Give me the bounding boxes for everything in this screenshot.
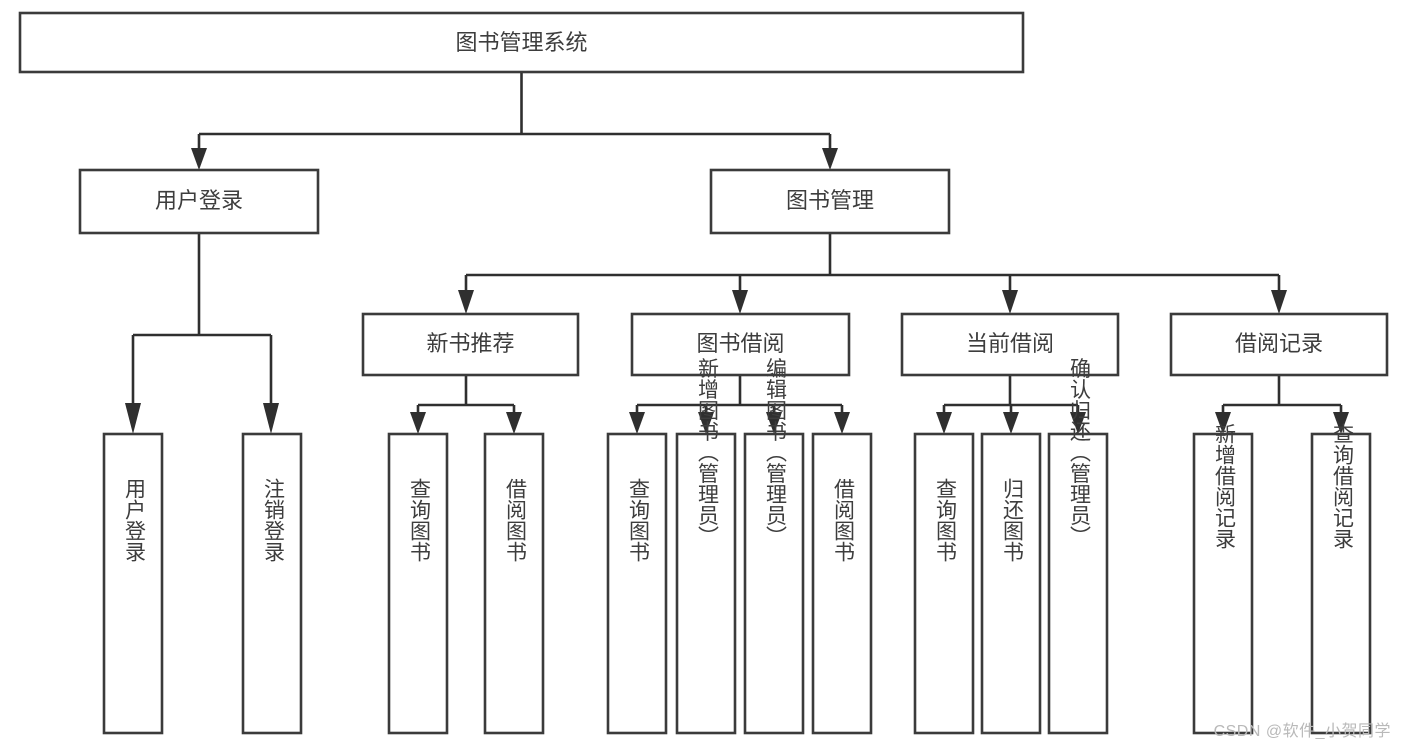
node-borrow-record-box[interactable] xyxy=(1169,312,1389,377)
leaf-confirm-return-label: 确认归还（管理员） xyxy=(1067,358,1091,547)
leaf-user-logout-label: 注销登录 xyxy=(261,478,285,562)
csdn-watermark: CSDN @软件_小贺同学 xyxy=(1213,723,1391,740)
leaf-query-book-current-box[interactable] xyxy=(913,432,975,735)
arrowhead-leaf-add-book xyxy=(698,412,714,434)
arrowhead-book-manage xyxy=(822,148,838,170)
connector-group xyxy=(125,72,1349,434)
leaf-user-login-label: 用户登录 xyxy=(122,478,146,562)
leaf-return-book[interactable]: 归还图书 xyxy=(980,432,1042,735)
node-book-borrow-label: 图书借阅 xyxy=(696,331,784,356)
leaf-add-record-box[interactable] xyxy=(1192,432,1254,735)
leaf-query-record-box[interactable] xyxy=(1310,432,1372,735)
node-root-label: 图书管理系统 xyxy=(455,30,587,55)
node-new-book-rec[interactable]: 新书推荐 xyxy=(361,312,580,377)
leaf-query-book-borrow-box[interactable] xyxy=(606,432,668,735)
arrowhead-leaf-return-book xyxy=(1003,412,1019,434)
leaf-user-login[interactable]: 用户登录 xyxy=(102,432,164,735)
node-root-box[interactable] xyxy=(18,11,1025,74)
leaf-query-record-label: 查询借阅记录 xyxy=(1330,423,1354,549)
node-new-book-rec-label: 新书推荐 xyxy=(426,331,514,356)
leaf-borrow-book[interactable]: 借阅图书 xyxy=(811,432,873,735)
leaf-edit-book-label: 编辑图书（管理员） xyxy=(763,358,787,547)
leaf-borrow-book-rec-label: 借阅图书 xyxy=(503,478,527,562)
node-borrow-record-label: 借阅记录 xyxy=(1235,331,1323,356)
leaf-query-record[interactable]: 查询借阅记录 xyxy=(1310,423,1372,735)
arrowhead-user-login xyxy=(191,148,207,170)
arrowhead-leaf-query-book-borrow xyxy=(629,412,645,434)
node-user-login-box[interactable] xyxy=(78,168,320,235)
leaf-query-book-rec[interactable]: 查询图书 xyxy=(387,432,449,735)
leaf-user-logout-box[interactable] xyxy=(241,432,303,735)
arrowhead-leaf-query-book-rec xyxy=(410,412,426,434)
arrowhead-book-borrow xyxy=(732,290,748,314)
leaf-add-record[interactable]: 新增借阅记录 xyxy=(1192,423,1254,735)
node-book-borrow-box[interactable] xyxy=(630,312,851,377)
arrowhead-leaf-edit-book xyxy=(766,412,782,434)
node-current-borrow-box[interactable] xyxy=(900,312,1120,377)
leaf-query-book-borrow-label: 查询图书 xyxy=(626,478,650,562)
node-user-login[interactable]: 用户登录 xyxy=(78,168,320,235)
node-new-book-rec-box[interactable] xyxy=(361,312,580,377)
node-book-manage-box[interactable] xyxy=(709,168,951,235)
leaf-edit-book-box[interactable] xyxy=(743,432,805,735)
leaf-borrow-book-box[interactable] xyxy=(811,432,873,735)
node-book-manage-label: 图书管理 xyxy=(786,188,874,213)
node-current-borrow[interactable]: 当前借阅 xyxy=(900,312,1120,377)
arrowhead-leaf-user-logout xyxy=(263,403,279,434)
arrowhead-leaf-query-record xyxy=(1333,412,1349,434)
arrowhead-current-borrow xyxy=(1002,290,1018,314)
node-root[interactable]: 图书管理系统 xyxy=(18,11,1025,74)
arrowhead-leaf-confirm-return xyxy=(1070,412,1086,434)
leaf-return-book-box[interactable] xyxy=(980,432,1042,735)
leaf-query-book-current-label: 查询图书 xyxy=(933,478,957,562)
leaf-add-book-box[interactable] xyxy=(675,432,737,735)
arrowhead-leaf-query-book-current xyxy=(936,412,952,434)
node-current-borrow-label: 当前借阅 xyxy=(966,331,1054,356)
leaf-query-book-borrow[interactable]: 查询图书 xyxy=(606,432,668,735)
leaf-user-login-box[interactable] xyxy=(102,432,164,735)
leaf-add-record-label: 新增借阅记录 xyxy=(1212,423,1236,549)
node-book-borrow[interactable]: 图书借阅 xyxy=(630,312,851,377)
arrowhead-borrow-record xyxy=(1271,290,1287,314)
node-book-manage[interactable]: 图书管理 xyxy=(709,168,951,235)
leaf-query-book-rec-box[interactable] xyxy=(387,432,449,735)
leaf-borrow-book-label: 借阅图书 xyxy=(831,478,855,562)
leaf-return-book-label: 归还图书 xyxy=(1000,478,1024,562)
leaf-add-book[interactable]: 新增图书（管理员） xyxy=(675,358,737,735)
leaf-borrow-book-rec-box[interactable] xyxy=(483,432,545,735)
arrowhead-leaf-borrow-book xyxy=(834,412,850,434)
leaf-add-book-label: 新增图书（管理员） xyxy=(695,358,719,547)
leaf-query-book-rec-label: 查询图书 xyxy=(407,478,431,562)
arrowhead-new-book-rec xyxy=(458,290,474,314)
leaf-query-book-current[interactable]: 查询图书 xyxy=(913,432,975,735)
arrowhead-leaf-user-login xyxy=(125,403,141,434)
node-borrow-record[interactable]: 借阅记录 xyxy=(1169,312,1389,377)
node-user-login-label: 用户登录 xyxy=(155,188,243,213)
leaf-edit-book[interactable]: 编辑图书（管理员） xyxy=(743,358,805,735)
leaf-user-logout[interactable]: 注销登录 xyxy=(241,432,303,735)
arrowhead-leaf-add-record xyxy=(1215,412,1231,434)
leaf-borrow-book-rec[interactable]: 借阅图书 xyxy=(483,432,545,735)
arrowhead-leaf-borrow-book-rec xyxy=(506,412,522,434)
leaf-confirm-return[interactable]: 确认归还（管理员） xyxy=(1047,358,1109,735)
leaf-confirm-return-box[interactable] xyxy=(1047,432,1109,735)
